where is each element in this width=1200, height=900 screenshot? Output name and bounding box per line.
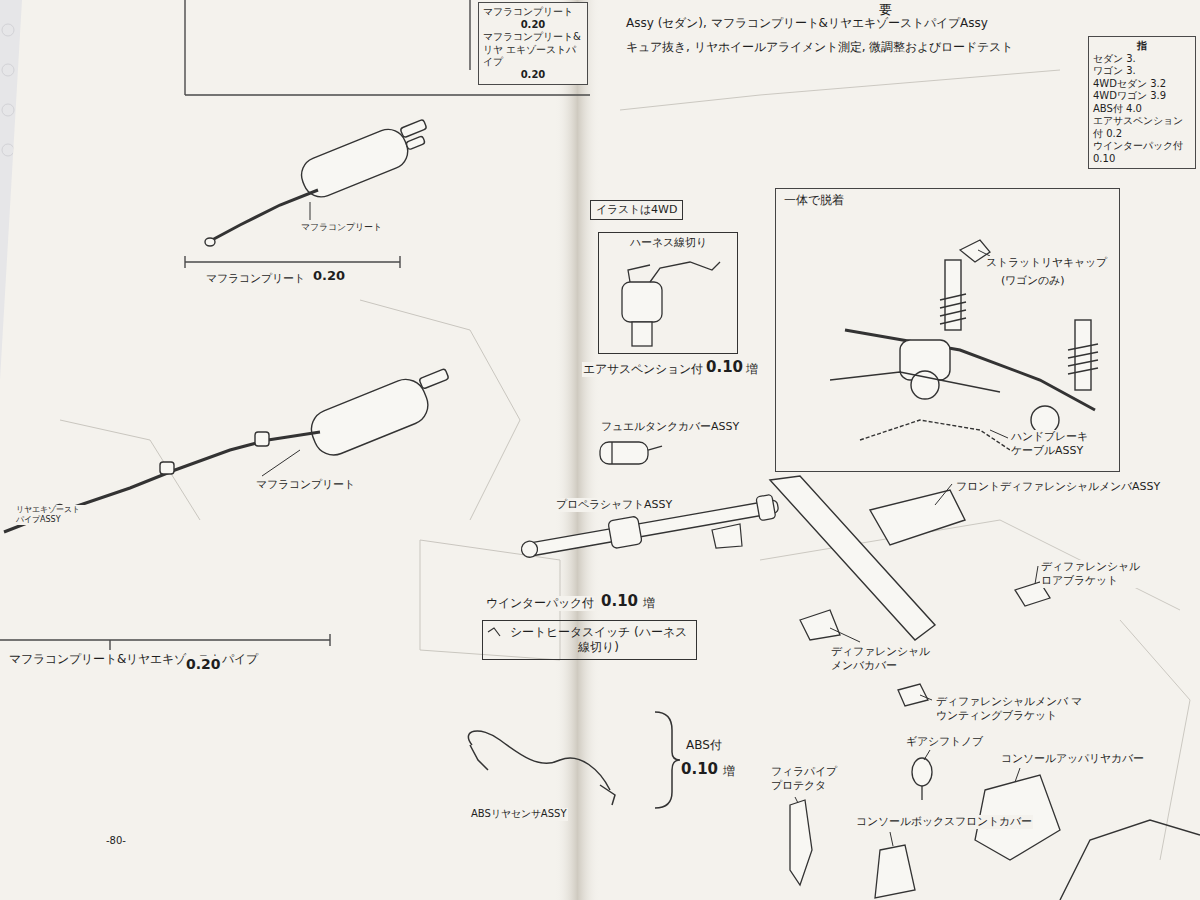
part-label: フロントディファレンシャルメンバASSY <box>955 480 1161 494</box>
region-heading: 一体で脱着 <box>784 193 1111 208</box>
part-label: プロペラシャフトASSY <box>555 498 673 512</box>
part-label: マフラコンプリート <box>255 478 356 492</box>
labor-time: 0.20 <box>312 268 346 284</box>
box-text: 0.20 <box>483 19 583 32</box>
labor-time: 0.10 <box>705 358 744 377</box>
box-text: 4WDワゴン 3.9 <box>1093 90 1191 103</box>
part-label: ストラットリヤキャップ <box>985 256 1108 270</box>
box-text: 4WDセダン 3.2 <box>1093 78 1191 91</box>
box-text: ウインターパック付 0.10 <box>1093 140 1191 165</box>
labor-time: 0.20 <box>185 656 222 674</box>
box-text: セダン 3. <box>1093 53 1191 66</box>
part-label: ウインターパック付 <box>485 596 595 611</box>
part-label: ハンドブレーキ ケーブルASSY <box>1010 430 1102 458</box>
part-label: ディファレンシャルメンバ マウンティングブラケット <box>935 695 1087 723</box>
box-text: エアサスペンション付 0.2 <box>1093 115 1191 140</box>
box-text: 指 <box>1093 40 1191 53</box>
box-text: ハーネス線切り <box>605 236 731 250</box>
part-label: 増 <box>722 764 736 779</box>
part-label: Assy (セダン), マフラコンプリート&リヤエキゾーストパイプAssy <box>625 16 989 31</box>
time-table-cell: マフラコンプリート0.20マフラコンプリート&リヤ エキゾーストパイプ0.20 <box>478 2 588 85</box>
part-label: 増 <box>642 596 656 611</box>
seat-heater-box: シートヒータスイッチ (ハーネス線切り) <box>482 620 697 660</box>
part-label: (ワゴンのみ) <box>1000 274 1066 288</box>
box-text: シートヒータスイッチ (ハーネス線切り) <box>507 625 690 655</box>
part-label: フュエルタンクカバーASSY <box>600 420 740 434</box>
box-text: 0.20 <box>483 69 583 82</box>
part-label: フィラパイプ プロテクタ <box>770 765 847 793</box>
part-label: ABS付 <box>685 738 723 753</box>
note-box: イラストは4WD <box>590 200 683 220</box>
part-label: ディファレンシャル メンバカバー <box>830 645 942 673</box>
box-text: マフラコンプリート <box>483 6 583 19</box>
part-label: マフラコンプリート <box>300 222 383 233</box>
part-label: マフラコンプリート&リヤエキゾーストパイプ <box>8 652 259 667</box>
box-text: マフラコンプリート&リヤ エキゾーストパイプ <box>483 31 583 69</box>
part-label: コンソールボックスフロントカバー <box>855 815 1033 829</box>
labor-time: 0.10 <box>680 760 719 779</box>
labor-time: 0.10 <box>600 592 639 611</box>
part-label: マフラコンプリート <box>205 272 306 286</box>
part-label: エアサスペンション付 <box>582 362 704 377</box>
box-text: ワゴン 3. <box>1093 65 1191 78</box>
part-label: ギアシフトノブ <box>905 735 984 749</box>
part-label: コンソールアッパリヤカバー <box>1000 752 1145 766</box>
box-text: イラストは4WD <box>596 203 677 217</box>
part-label: ABSリヤセンサASSY <box>470 808 568 821</box>
part-label: リヤエキゾーストパイプASSY <box>15 505 87 525</box>
time-table: 指セダン 3.ワゴン 3.4WDセダン 3.24WDワゴン 3.9ABS付 4.… <box>1088 36 1196 169</box>
part-label: ディファレンシャル ロアブラケット <box>1040 560 1152 588</box>
harness-cut-box: ハーネス線切り <box>598 232 738 354</box>
part-label: キュア抜き, リヤホイールアライメント測定, 微調整およびロードテスト <box>625 40 1014 55</box>
part-label: -80- <box>105 835 127 848</box>
part-label: 増 <box>745 362 759 377</box>
box-text: ABS付 4.0 <box>1093 103 1191 116</box>
